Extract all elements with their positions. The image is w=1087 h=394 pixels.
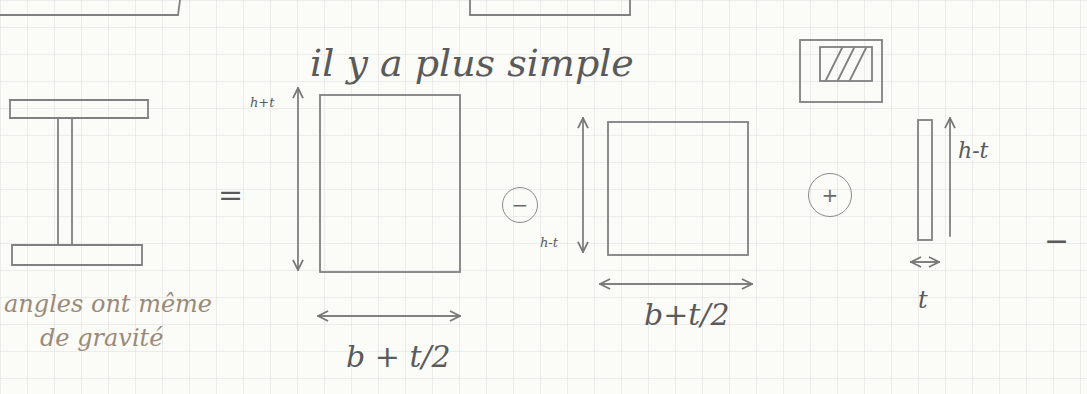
dimension-arrow bbox=[600, 283, 752, 285]
handwritten-label: de gravité bbox=[40, 326, 163, 350]
hatched-icon bbox=[800, 40, 882, 102]
handwritten-label: h-t bbox=[958, 140, 988, 162]
inner-rectangle bbox=[608, 122, 748, 255]
cut-box bbox=[0, 0, 180, 15]
handwritten-label: b+t/2 bbox=[644, 300, 730, 330]
operator-sign: − bbox=[512, 195, 529, 215]
handwritten-label: t bbox=[918, 288, 928, 312]
dimension-arrow bbox=[297, 88, 299, 270]
hatching bbox=[826, 48, 866, 80]
dimension-arrow bbox=[582, 118, 584, 252]
i-beam-web bbox=[58, 118, 72, 245]
outer-rectangle bbox=[320, 95, 460, 272]
dimension-arrow bbox=[911, 261, 939, 263]
hatched-icon bbox=[820, 47, 872, 81]
handwritten-label: b + t/2 bbox=[346, 342, 451, 372]
handwritten-label: angles ont même bbox=[4, 292, 212, 316]
i-beam-flange bbox=[10, 100, 148, 118]
operator-sign: + bbox=[822, 185, 839, 205]
dimension-arrow bbox=[318, 315, 460, 317]
handwritten-label: h-t bbox=[540, 236, 558, 249]
handwritten-label: h+t bbox=[250, 96, 275, 109]
i-beam-flange bbox=[12, 245, 142, 265]
handwritten-label: il y a plus simple bbox=[310, 44, 634, 82]
cut-box bbox=[470, 0, 630, 15]
handwritten-label: = bbox=[218, 180, 243, 210]
dimension-arrow bbox=[949, 118, 951, 236]
operator-circle: + bbox=[808, 173, 852, 217]
operator-circle: − bbox=[502, 187, 538, 223]
handwritten-label: − bbox=[1044, 226, 1069, 256]
web-rectangle bbox=[918, 120, 932, 240]
